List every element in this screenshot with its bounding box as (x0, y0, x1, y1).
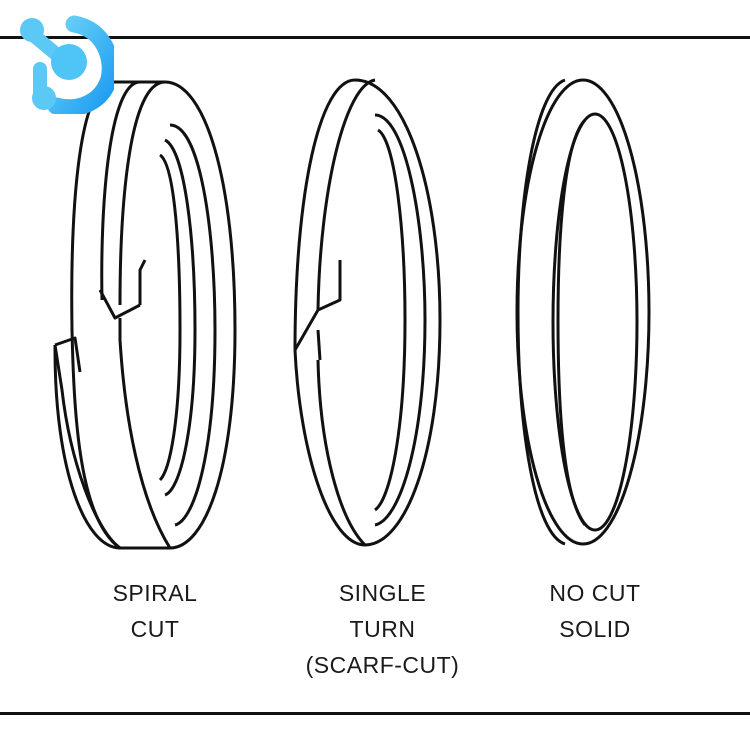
bottom-border-line (0, 712, 750, 715)
label-line: SPIRAL (112, 580, 198, 606)
d-logo-icon (20, 15, 114, 114)
scarf-cut-ring-icon (293, 78, 442, 547)
label-line: (SCARF-CUT) (305, 652, 460, 678)
spiral-cut-ring-icon (53, 80, 237, 550)
label-line: TURN (349, 616, 416, 642)
label-line: CUT (130, 616, 180, 642)
solid-ring-icon (515, 78, 651, 546)
label-scarf-cut: SINGLE TURN (SCARF-CUT) (290, 575, 475, 683)
label-line: SOLID (559, 616, 631, 642)
top-border-line (0, 36, 750, 39)
label-spiral-cut: SPIRAL CUT (90, 575, 220, 647)
label-solid: NO CUT SOLID (525, 575, 665, 647)
label-line: SINGLE (338, 580, 427, 606)
label-line: NO CUT (549, 580, 641, 606)
